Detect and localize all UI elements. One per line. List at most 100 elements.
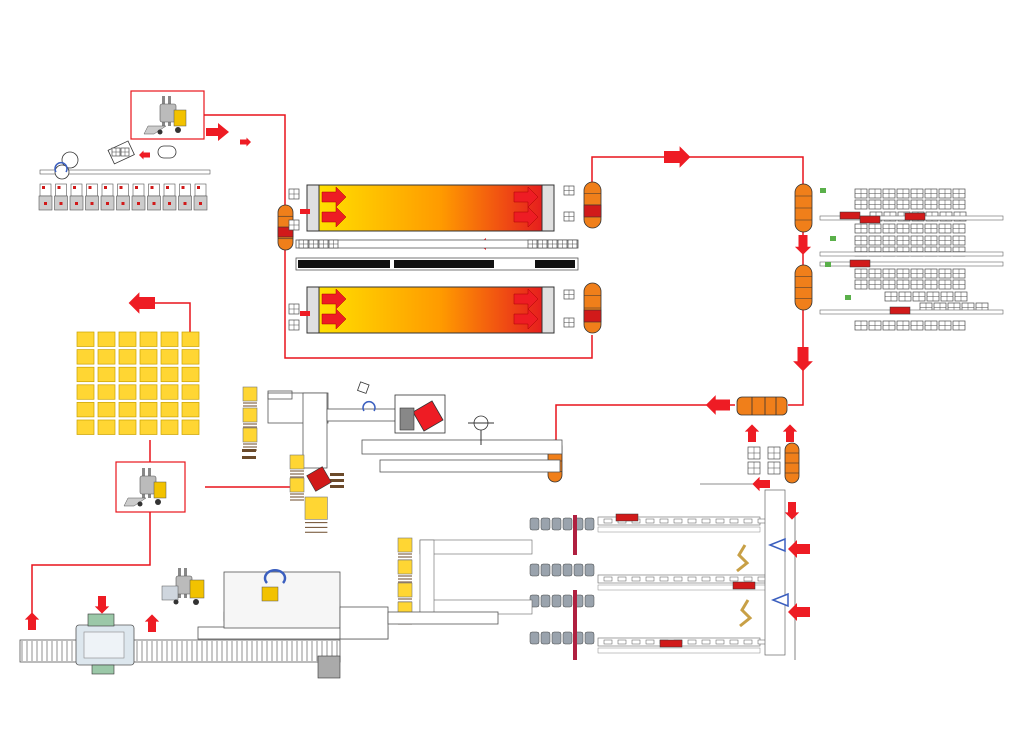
- storage-bay: [160, 402, 179, 418]
- kiln-car-row: [747, 461, 761, 475]
- storage-bay: [118, 349, 137, 365]
- flow-arrow-icon: [321, 206, 347, 228]
- pallet-icon: [397, 537, 413, 561]
- flow-arrow-icon: [321, 308, 347, 330]
- flow-line-transfer-to-unloading: [555, 404, 735, 440]
- forklift-icon: [143, 96, 187, 135]
- kiln-car-icon: [859, 215, 881, 224]
- forklift-icon: [123, 468, 167, 507]
- transfer-car-horizontal: [736, 396, 788, 416]
- storage-bay: [160, 366, 179, 383]
- flow-arrow-icon: [794, 235, 812, 255]
- sorting-station: [584, 563, 595, 577]
- storage-bay: [181, 349, 200, 365]
- sorting-station: [529, 517, 540, 531]
- pallet-icon: [242, 427, 258, 451]
- sorting-station: [584, 594, 595, 608]
- kiln-car-row: [288, 319, 300, 331]
- pallet-icon: [304, 496, 328, 533]
- sorting-station: [584, 517, 595, 531]
- press-machine-icon: [132, 183, 145, 197]
- kiln-car-row: [288, 303, 300, 315]
- flow-arrow-icon: [24, 612, 40, 630]
- kiln-car-row: [854, 268, 966, 279]
- flow-arrow-icon: [94, 596, 110, 614]
- press-machine-icon: [86, 183, 98, 197]
- flow-line-forklift-to-packing: [31, 512, 151, 625]
- kiln-car-icon: [615, 513, 639, 522]
- storage-bay: [97, 419, 116, 435]
- storage-bay: [139, 384, 158, 400]
- sorting-station: [562, 563, 573, 577]
- sorting-station: [551, 517, 562, 531]
- robot-arm-icon: [739, 599, 753, 628]
- kiln-car-icon: [839, 211, 861, 220]
- storage-bay: [181, 331, 200, 347]
- kiln-car-row: [747, 446, 761, 460]
- storage-bay: [118, 366, 137, 383]
- pallet-icon: [330, 485, 344, 488]
- kiln-car-row: [527, 239, 578, 249]
- storage-bay: [97, 366, 116, 383]
- storage-bay: [160, 419, 179, 435]
- kiln-car-row: [854, 199, 966, 210]
- rotation-icon: [54, 162, 68, 173]
- storage-bay: [139, 419, 158, 435]
- packing-line: [19, 568, 499, 679]
- transfer-rail: [573, 515, 577, 555]
- pallet-icon: [289, 454, 305, 478]
- kiln-car-icon: [732, 581, 756, 590]
- storage-bay: [160, 331, 179, 347]
- sorting-station: [540, 563, 551, 577]
- sorting-station: [562, 517, 573, 531]
- press-machine-icon: [179, 183, 191, 197]
- press-machine-icon: [101, 183, 114, 197]
- press-machine-icon: [148, 183, 160, 197]
- sensor-icon: [825, 262, 831, 267]
- flow-arrow-icon: [513, 186, 539, 208]
- pallet-icon: [397, 559, 413, 583]
- pallet-icon: [242, 449, 256, 452]
- rotation-icon: [263, 569, 287, 584]
- finished-goods-storage: [76, 331, 200, 435]
- storage-bay: [97, 331, 116, 347]
- flow-arrow-icon: [128, 292, 155, 314]
- kiln-car-icon: [794, 183, 813, 233]
- pallet-icon: [330, 473, 344, 476]
- flow-arrow-icon: [513, 308, 539, 330]
- forklift-station-top: [130, 90, 205, 140]
- press-machine-icon: [117, 183, 129, 197]
- sensor-icon: [845, 295, 851, 300]
- kiln-car-icon: [659, 639, 683, 648]
- storage-bay: [97, 402, 116, 418]
- storage-bay: [76, 384, 95, 400]
- flow-arrow-icon: [664, 146, 691, 168]
- storage-bay: [76, 331, 95, 347]
- press-machine-icon: [163, 183, 176, 197]
- flow-arrow-icon: [788, 603, 810, 621]
- press-machine-icon: [39, 183, 52, 197]
- storage-bay: [118, 331, 137, 347]
- kiln-car-icon: [889, 306, 911, 315]
- sorting-station: [551, 631, 562, 645]
- tunnel-kiln-top: [306, 184, 555, 232]
- flow-line-kiln-to-storage: [591, 156, 804, 185]
- flow-arrow-icon: [240, 137, 251, 147]
- storage-bay: [76, 402, 95, 418]
- pallet-icon: [330, 479, 344, 482]
- flow-line-storage-up: [150, 302, 191, 332]
- kiln-car-row: [854, 235, 966, 246]
- flow-arrow-icon: [788, 540, 810, 558]
- storage-rail: [819, 251, 1004, 257]
- sensor-icon: [830, 236, 836, 241]
- kiln-car-row: [767, 446, 781, 460]
- flow-arrow-icon: [321, 186, 347, 208]
- flow-arrow-icon: [752, 476, 770, 492]
- flow-arrow-icon: [513, 288, 539, 310]
- storage-bay: [181, 384, 200, 400]
- sorting-station: [540, 594, 551, 608]
- tunnel-kiln-bottom: [306, 286, 555, 334]
- storage-bay: [181, 419, 200, 435]
